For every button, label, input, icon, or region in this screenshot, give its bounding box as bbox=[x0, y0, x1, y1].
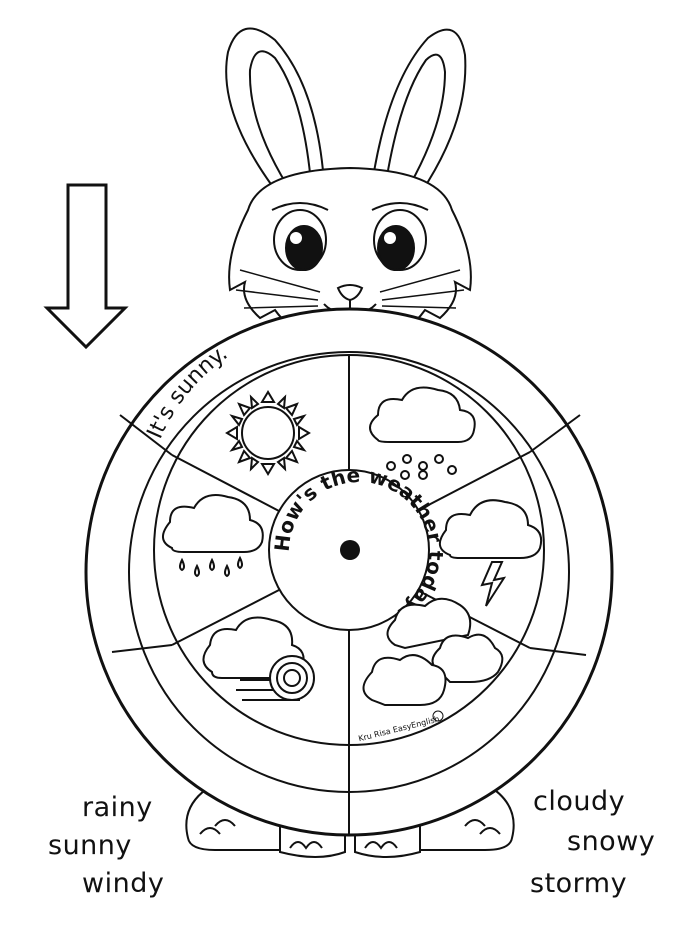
arrow-down-icon bbox=[43, 183, 129, 350]
storm-cloud-icon bbox=[439, 499, 543, 607]
bunny-head bbox=[228, 166, 472, 347]
snow-cloud-icon bbox=[369, 386, 476, 480]
word-windy: windy bbox=[82, 868, 165, 899]
center-pin[interactable] bbox=[340, 540, 360, 560]
rain-cloud-icon bbox=[162, 494, 264, 578]
weather-wheel[interactable] bbox=[84, 307, 614, 837]
wind-cloud-icon bbox=[202, 616, 315, 701]
bunny-ears bbox=[225, 27, 467, 217]
sun-icon bbox=[225, 390, 311, 476]
smiley-icon bbox=[432, 710, 444, 722]
word-sunny: sunny bbox=[48, 830, 132, 861]
clouds-icon bbox=[362, 597, 504, 706]
word-snowy: snowy bbox=[567, 826, 656, 857]
word-cloudy: cloudy bbox=[533, 786, 626, 817]
word-rainy: rainy bbox=[82, 792, 153, 823]
word-stormy: stormy bbox=[530, 868, 628, 899]
